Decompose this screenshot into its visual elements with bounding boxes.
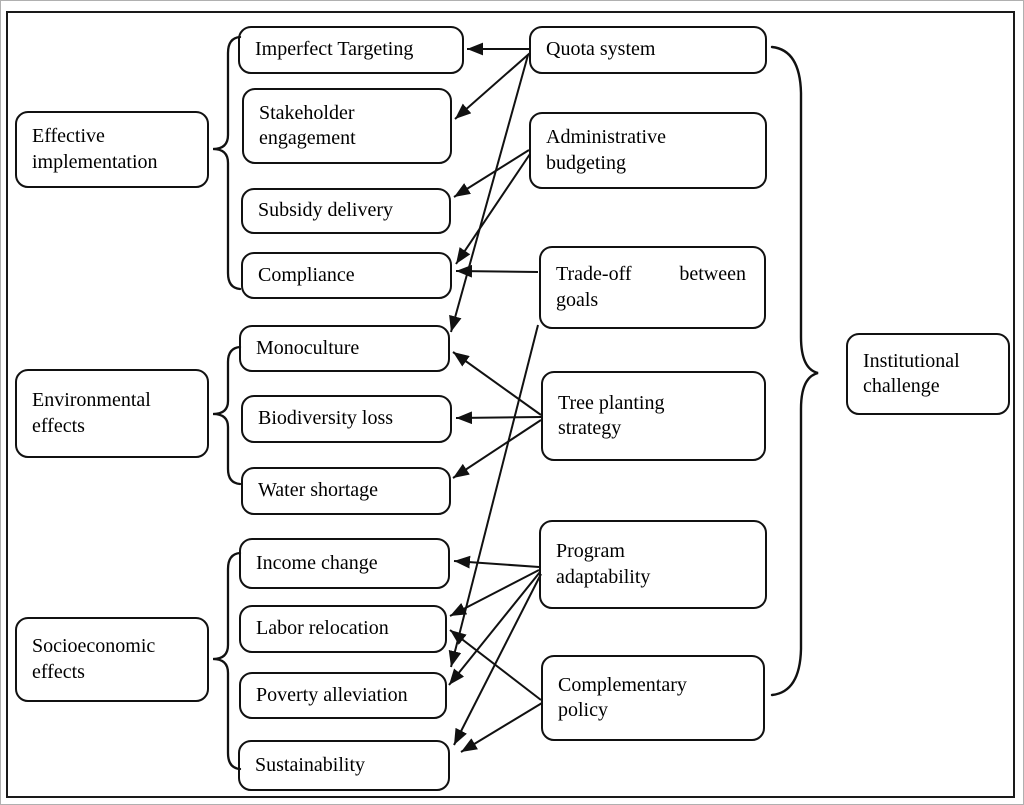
node-complementary-policy: Complementary policy xyxy=(541,655,765,741)
node-label: Stakeholder engagement xyxy=(259,101,356,149)
node-label: Biodiversity loss xyxy=(258,407,394,430)
node-label: Environmental effects xyxy=(32,389,151,437)
node-label: Water shortage xyxy=(258,479,378,502)
node-program-adaptability: Program adaptability xyxy=(539,520,767,609)
node-sustainability: Sustainability xyxy=(238,740,450,791)
node-label: Labor relocation xyxy=(256,617,389,640)
node-labor-relocation: Labor relocation xyxy=(239,605,447,653)
node-effective-implementation: Effective implementation xyxy=(15,111,209,188)
node-institutional-challenge: Institutional challenge xyxy=(846,333,1010,415)
node-label: Trade-off between goals xyxy=(556,263,746,311)
node-monoculture: Monoculture xyxy=(239,325,450,372)
node-label: Tree planting strategy xyxy=(558,391,665,439)
node-label: Program adaptability xyxy=(556,540,651,588)
node-biodiversity-loss: Biodiversity loss xyxy=(241,395,452,443)
node-label: Poverty alleviation xyxy=(256,683,408,706)
node-socioeconomic-effects: Socioeconomic effects xyxy=(15,617,209,702)
node-quota-system: Quota system xyxy=(529,26,767,74)
node-income-change: Income change xyxy=(239,538,450,589)
node-tree-planting-strategy: Tree planting strategy xyxy=(541,371,766,461)
node-imperfect-targeting: Imperfect Targeting xyxy=(238,26,464,74)
node-compliance: Compliance xyxy=(241,252,452,299)
node-label: Sustainability xyxy=(255,753,365,776)
node-stakeholder-engagement: Stakeholder engagement xyxy=(242,88,452,164)
node-tradeoff-between-goals: Trade-off between goals xyxy=(539,246,766,329)
node-label: Subsidy delivery xyxy=(258,199,393,222)
node-label: Institutional challenge xyxy=(863,349,960,397)
node-label: Administrative budgeting xyxy=(546,126,666,174)
node-subsidy-delivery: Subsidy delivery xyxy=(241,188,451,234)
node-label: Imperfect Targeting xyxy=(255,38,414,61)
node-label: Quota system xyxy=(546,38,656,61)
node-label: Effective implementation xyxy=(32,125,158,173)
node-poverty-alleviation: Poverty alleviation xyxy=(239,672,447,719)
node-label: Socioeconomic effects xyxy=(32,635,156,683)
node-label: Compliance xyxy=(258,263,355,286)
node-label: Complementary policy xyxy=(558,673,687,721)
node-label: Income change xyxy=(256,551,378,574)
node-water-shortage: Water shortage xyxy=(241,467,451,515)
node-environmental-effects: Environmental effects xyxy=(15,369,209,458)
node-administrative-budgeting: Administrative budgeting xyxy=(529,112,767,189)
node-label: Monoculture xyxy=(256,336,360,359)
